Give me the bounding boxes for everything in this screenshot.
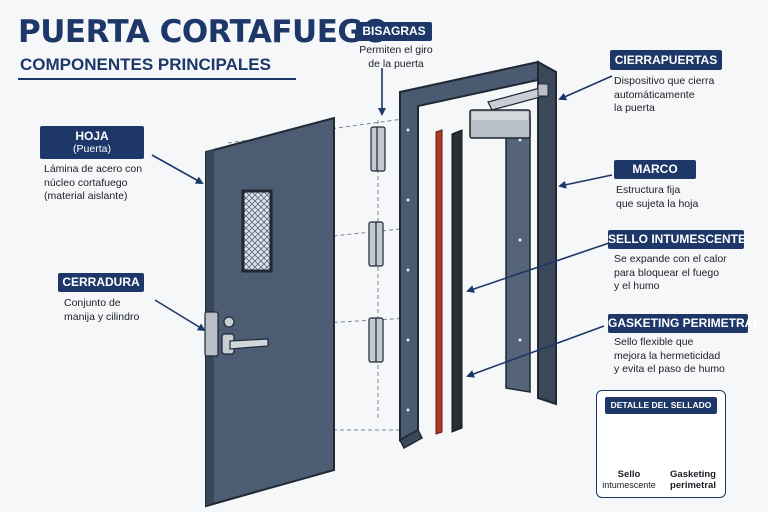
hoja-title: HOJA	[75, 129, 109, 143]
bisagras-label: BISAGRAS	[356, 22, 432, 41]
sello-description: Se expande con el calor para bloquear el…	[614, 253, 727, 292]
detail-title: DETALLE DEL SELLADO	[605, 397, 717, 414]
marco-description: Estructura fija que sujeta la hoja	[616, 184, 699, 210]
door-lock	[204, 311, 269, 357]
cerradura-description: Conjunto de manija y cilindro	[64, 297, 140, 323]
door-closer	[469, 83, 549, 139]
cierrapuertas-label: CIERRAPUERTAS	[610, 50, 722, 70]
bisagras-description: Permiten el giro de la puerta	[359, 44, 433, 70]
title-underline	[18, 78, 296, 80]
cierrapuertas-description: Dispositivo que cierra automáticamente l…	[614, 75, 715, 114]
sealing-detail-box: DETALLE DEL SELLADO Sello intumescente G…	[596, 390, 726, 498]
hoja-label: HOJA (Puerta)	[40, 126, 144, 159]
hinges	[368, 126, 386, 363]
door-frame	[399, 60, 557, 450]
detail-right-caption: Gasketing perimetral	[670, 469, 716, 491]
perimeter-gasket-strip	[451, 129, 463, 433]
detail-left-caption: Sello intumescente	[602, 469, 656, 490]
gasketing-label: GASKETING PERIMETRAL	[608, 314, 761, 333]
gasketing-description: Sello flexible que mejora la hermeticida…	[614, 336, 725, 375]
page-title: PUERTA CORTAFUEGO	[18, 14, 389, 50]
intumescent-seal-strip	[435, 129, 443, 435]
cerradura-label: CERRADURA	[58, 273, 144, 292]
sello-label: SELLO INTUMESCENTE	[608, 230, 746, 249]
page-subtitle: COMPONENTES PRINCIPALES	[20, 55, 271, 74]
leader-arrows	[151, 68, 613, 378]
hoja-description: Lámina de acero con núcleo cortafuego (m…	[44, 163, 143, 202]
hoja-subtitle: (Puerta)	[73, 143, 111, 155]
marco-label: MARCO	[614, 160, 696, 179]
door-leaf	[205, 116, 335, 508]
